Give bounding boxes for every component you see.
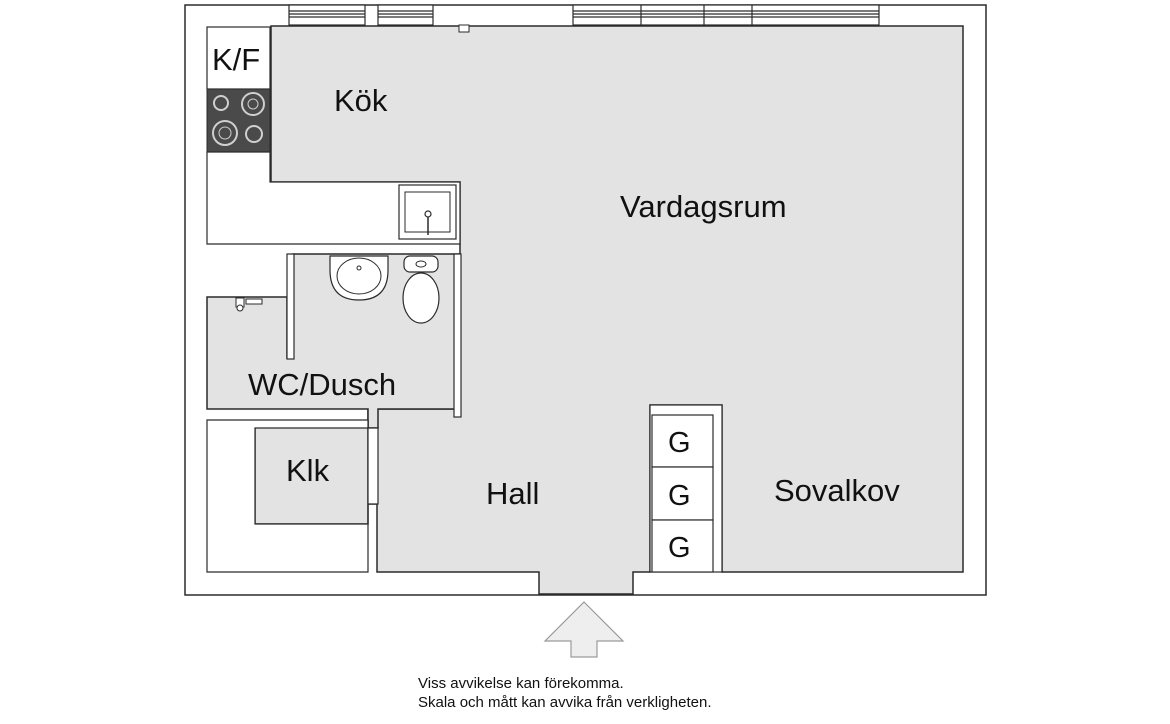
window-3: [572, 4, 880, 26]
wardrobe-3: [651, 519, 714, 573]
column-notch: [458, 24, 470, 33]
room-label-kf: K/F: [212, 42, 260, 77]
disclaimer-line-1: Viss avvikelse kan förekomma.: [418, 675, 624, 692]
wardrobes: [649, 404, 723, 573]
room-label-kok: Kök: [334, 83, 388, 118]
closet-wall: [206, 419, 379, 573]
room-label-sovalkov: Sovalkov: [774, 473, 900, 508]
washbasin-icon: [329, 255, 389, 301]
entrance-arrow-icon: [543, 601, 625, 658]
room-label-hall: Hall: [486, 476, 539, 511]
wardrobe-label-1: G: [668, 427, 691, 459]
room-label-klk: Klk: [286, 453, 330, 488]
windows: [288, 4, 880, 26]
wardrobe-1: [651, 414, 714, 468]
kitchen-counter: [206, 151, 461, 245]
toilet-icon: [402, 255, 440, 324]
bathroom-wall-left: [286, 253, 295, 360]
window-2: [377, 4, 434, 26]
fridge-cabinet: [206, 26, 271, 90]
bathroom-wall-right: [453, 253, 462, 418]
wardrobe-2: [651, 466, 714, 521]
disclaimer: Viss avvikelse kan förekomma. Skala och …: [418, 674, 711, 712]
disclaimer-line-2: Skala och mått kan avvika från verklighe…: [418, 694, 712, 711]
stove-icon: [206, 88, 271, 153]
kitchen-sink-icon: [398, 184, 457, 240]
shower-head-icon: [235, 297, 263, 312]
wardrobe-label-2: G: [668, 480, 691, 512]
wardrobe-label-3: G: [668, 532, 691, 564]
window-1: [288, 4, 366, 26]
room-label-vardagsrum: Vardagsrum: [620, 189, 787, 224]
room-label-wc: WC/Dusch: [248, 367, 396, 402]
